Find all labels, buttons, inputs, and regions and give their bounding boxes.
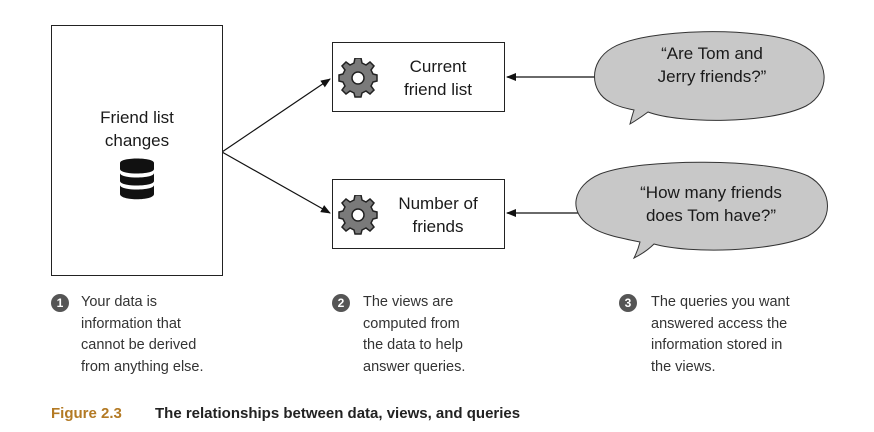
view-number-of-friends: Number of friends [332, 179, 505, 249]
view-label: Number of friends [398, 194, 478, 236]
note-badge-1: 1 [51, 294, 69, 312]
data-box-title: Friend list changes [100, 108, 174, 150]
note-text-1: Your data is information that cannot be … [81, 294, 204, 375]
note-text-3: The queries you want answered access the… [651, 294, 790, 375]
note-badge-2: 2 [332, 294, 350, 312]
gear-icon [338, 195, 378, 235]
speech-bubble-2 [575, 161, 828, 260]
data-box: Friend list changes [51, 25, 223, 276]
gear-icon [338, 58, 378, 98]
arrow-to-current-friend-list [221, 78, 331, 153]
note-text-2: The views are computed from the data to … [363, 294, 466, 375]
query-text-1: “Are Tom and Jerry friends?” [657, 44, 767, 86]
arrow-to-number-of-friends [221, 151, 331, 214]
query-text-2: “How many friends does Tom have?” [640, 183, 782, 225]
speech-bubble-1 [594, 31, 825, 126]
view-label: Current friend list [403, 57, 473, 99]
figure-label: Figure 2.3 [51, 405, 122, 422]
view-current-friend-list: Current friend list [332, 42, 505, 112]
note-badge-3: 3 [619, 294, 637, 312]
database-icon [118, 157, 156, 201]
figure-caption: The relationships between data, views, a… [155, 405, 521, 422]
